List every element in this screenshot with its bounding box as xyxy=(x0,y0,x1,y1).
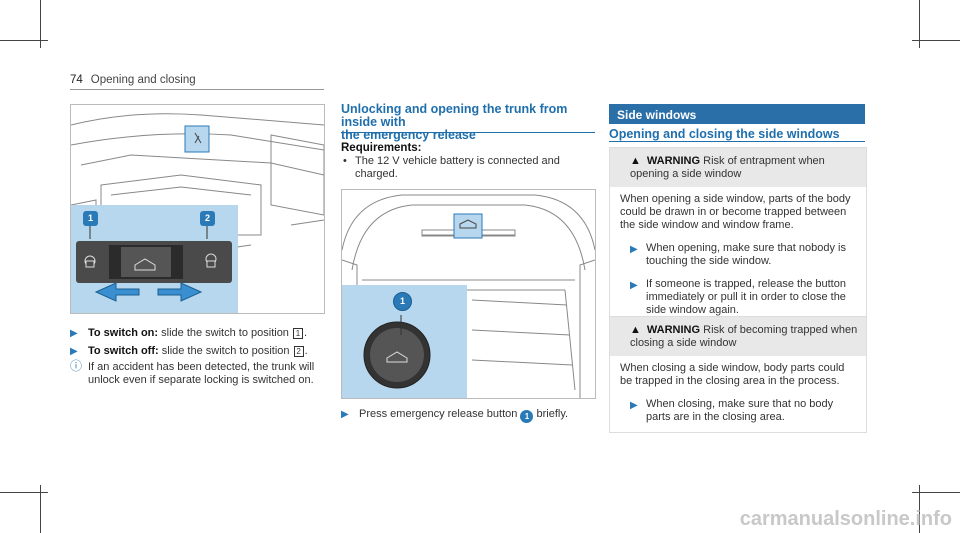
step-arrow-icon: ▶ xyxy=(341,409,349,420)
warning-body: When opening a side window, parts of the… xyxy=(610,187,866,325)
step-arrow-icon: ▶ xyxy=(70,328,78,339)
crop-mark xyxy=(919,485,920,533)
crop-mark xyxy=(912,40,960,41)
glovebox-illustration xyxy=(71,113,324,313)
watermark: carmanualsonline.info xyxy=(739,508,952,530)
warning-body: When closing a side window, body parts c… xyxy=(610,356,866,432)
position-number: 1 xyxy=(293,328,303,339)
section-title: Unlocking and opening the trunk from ins… xyxy=(341,103,601,142)
note-text: If an accident has been detected, the tr… xyxy=(88,361,315,386)
warning-header: ▲ WARNING Risk of becoming trapped when c… xyxy=(610,317,866,356)
step-switch-off: ▶ To switch off: slide the switch to pos… xyxy=(70,345,308,357)
requirement-text: The 12 V vehicle battery is connected an… xyxy=(355,155,560,180)
band-title: Side windows xyxy=(617,108,697,122)
section-name: Opening and closing xyxy=(90,74,196,86)
warning-box: ▲ WARNING Risk of entrapment when opening… xyxy=(609,147,867,326)
section-band: Side windows xyxy=(609,104,865,124)
callout-1: 1 xyxy=(83,211,98,226)
title-line: Unlocking and opening the trunk from ins… xyxy=(341,102,568,129)
step-arrow-icon: ▶ xyxy=(70,346,78,357)
callout-1: 1 xyxy=(393,292,412,311)
crop-mark xyxy=(919,0,920,48)
step-label: To switch on: xyxy=(88,327,159,339)
warning-step-text: When opening, make sure that nobody is t… xyxy=(646,242,846,267)
warning-text: When opening a side window, parts of the… xyxy=(620,193,851,231)
warning-step-text: If someone is trapped, release the butto… xyxy=(646,278,846,316)
crop-mark xyxy=(912,492,960,493)
trunk-interior-illustration xyxy=(342,194,595,398)
warning-step: ▶ If someone is trapped, release the but… xyxy=(620,278,858,317)
step-arrow-icon: ▶ xyxy=(630,400,638,411)
warning-icon: ▲ xyxy=(630,155,641,167)
callout-number: 1 xyxy=(520,410,534,423)
warning-step-text: When closing, make sure that no body par… xyxy=(646,398,834,423)
warning-text: When closing a side window, body parts c… xyxy=(620,362,845,387)
position-number: 2 xyxy=(293,346,304,357)
step-text: Press emergency release button xyxy=(359,408,518,420)
step-arrow-icon: ▶ xyxy=(630,244,638,255)
warning-step: ▶ When opening, make sure that nobody is… xyxy=(620,242,858,268)
step-press-release: ▶ Press emergency release button 1 brief… xyxy=(341,408,601,423)
step-text-end: briefly. xyxy=(536,408,569,420)
trunk-release-figure: 1 xyxy=(341,189,596,399)
step-text: slide the switch to position xyxy=(161,345,290,357)
warning-label: WARNING xyxy=(646,324,701,336)
warning-box: ▲ WARNING Risk of becoming trapped when c… xyxy=(609,316,867,433)
requirements-title: Requirements: xyxy=(341,142,422,154)
crop-mark xyxy=(40,0,41,48)
crop-mark xyxy=(40,485,41,533)
switch-panel xyxy=(76,241,232,283)
section-rule xyxy=(341,132,595,133)
step-text: slide the switch to position xyxy=(161,327,289,339)
section-rule xyxy=(609,141,865,142)
subsection-title: Opening and closing the side windows xyxy=(609,127,840,141)
warning-icon: ▲ xyxy=(630,324,641,336)
header-rule xyxy=(70,89,324,90)
note: ⓘ If an accident has been detected, the … xyxy=(70,359,324,387)
page-header: 74 Opening and closing xyxy=(70,74,196,86)
trunk-switch-figure: 1 2 xyxy=(70,104,325,314)
title-line: the emergency release xyxy=(341,128,476,142)
requirement-item: • The 12 V vehicle battery is connected … xyxy=(341,155,581,181)
page-number: 74 xyxy=(70,74,83,86)
step-switch-on: ▶ To switch on: slide the switch to posi… xyxy=(70,327,308,339)
warning-title: Risk of entrapment when opening a side w… xyxy=(630,155,825,180)
warning-header: ▲ WARNING Risk of entrapment when opening… xyxy=(610,148,866,187)
info-icon: ⓘ xyxy=(70,359,83,373)
crop-mark xyxy=(0,492,48,493)
crop-mark xyxy=(0,40,48,41)
warning-label: WARNING xyxy=(646,155,701,167)
step-label: To switch off: xyxy=(88,345,159,357)
step-arrow-icon: ▶ xyxy=(630,280,638,291)
warning-step: ▶ When closing, make sure that no body p… xyxy=(620,398,858,424)
callout-2: 2 xyxy=(200,211,215,226)
warning-title: Risk of becoming trapped when closing a … xyxy=(630,324,858,349)
